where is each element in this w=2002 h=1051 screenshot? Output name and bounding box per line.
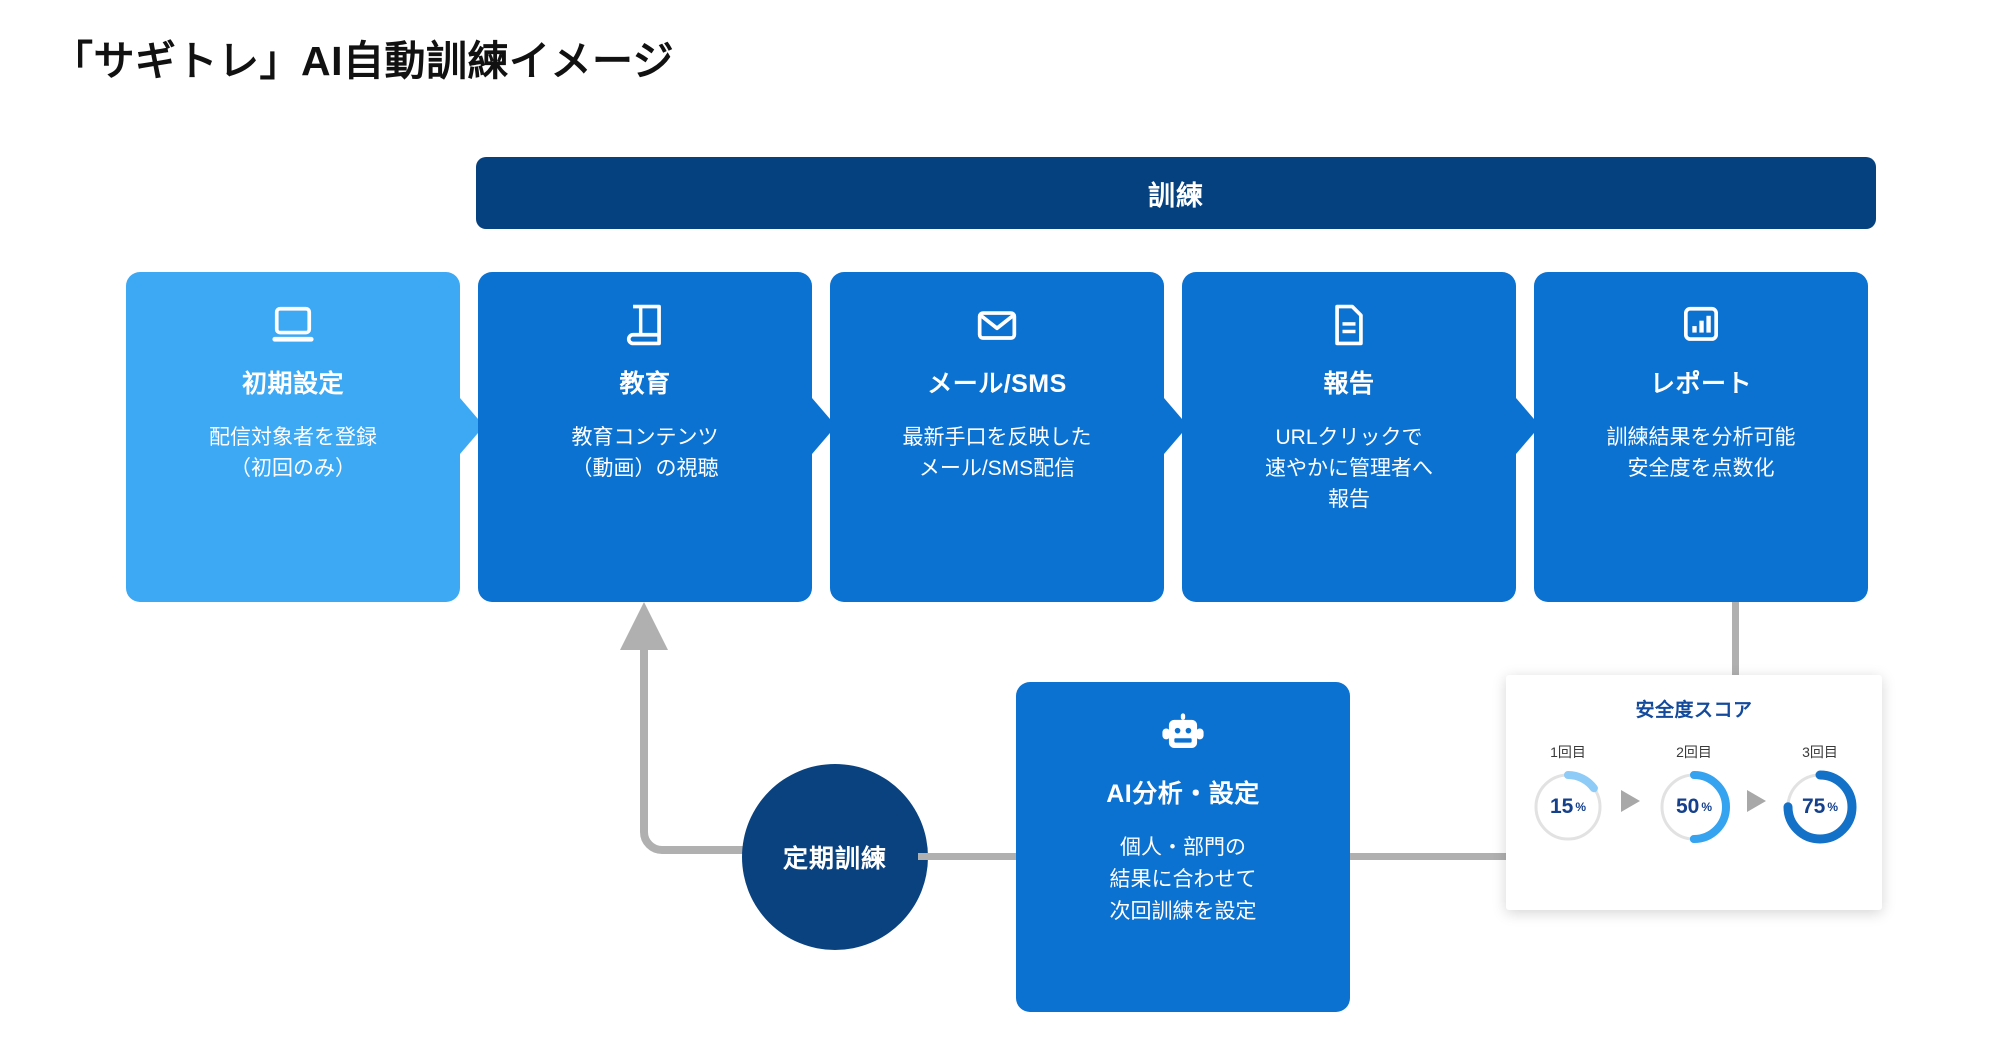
step-card-title: 報告 [1323, 370, 1375, 398]
training-banner: 訓練 [476, 157, 1876, 229]
gauge-label: 3回目 [1802, 744, 1838, 760]
book-icon [626, 304, 661, 346]
desc-line: （初回のみ） [230, 457, 356, 481]
connector-ai-to-score [1350, 853, 1550, 860]
gauge-number: 15 [1549, 795, 1574, 818]
document-icon [1335, 304, 1363, 346]
desc-line: 訓練結果を分析可能 [1606, 426, 1796, 449]
loop-back-arrow [600, 588, 860, 883]
desc-line: 個人・部門の [1120, 836, 1246, 859]
gauge-label: 2回目 [1676, 744, 1712, 760]
desc-line: 安全度を点数化 [1627, 457, 1775, 481]
score-gauge: 1回目 15% [1520, 742, 1616, 846]
bar-chart-icon [1683, 306, 1719, 341]
step-card-title: 初期設定 [241, 370, 344, 398]
gauge-unit: % [1827, 800, 1839, 814]
step-card-report-incident[interactable]: 報告 URLクリックで 速やかに管理者へ 報告 [1182, 272, 1516, 602]
desc-line: 報告 [1328, 488, 1370, 512]
desc-line: 結果に合わせて [1109, 867, 1257, 891]
gauge-value: 15% [1529, 768, 1607, 846]
safety-score-panel: 安全度スコア 1回目 15% 2回目 [1506, 675, 1882, 910]
desc-line: URLクリックで [1275, 426, 1423, 449]
gauge-number: 75 [1801, 795, 1826, 818]
step-card-desc: URLクリックで 速やかに管理者へ 報告 [1265, 422, 1433, 515]
desc-line: 次回訓練を設定 [1109, 899, 1257, 923]
desc-line: 速やかに管理者へ [1265, 457, 1433, 481]
score-gauge: 2回目 50% [1646, 742, 1742, 846]
desc-line: 教育コンテンツ [571, 426, 719, 449]
gauge-label: 1回目 [1550, 744, 1586, 760]
step-connector-chevron [1164, 398, 1190, 454]
periodic-training-label: 定期訓練 [782, 845, 887, 873]
step-connector-chevron [1516, 398, 1542, 454]
laptop-icon [272, 306, 314, 342]
step-card-desc: 教育コンテンツ （動画）の視聴 [572, 422, 719, 484]
ai-card-title: AI分析・設定 [1106, 780, 1260, 808]
score-gauge: 3回目 75% [1772, 742, 1868, 846]
desc-line: （動画）の視聴 [571, 457, 719, 481]
gauge-number: 50 [1675, 795, 1700, 818]
ai-card-desc: 個人・部門の 結果に合わせて 次回訓練を設定 [1110, 832, 1257, 928]
gauge-unit: % [1701, 800, 1713, 814]
desc-line: メール/SMS配信 [918, 457, 1076, 481]
step-card-desc: 配信対象者を登録 （初回のみ） [209, 422, 377, 484]
connector-circle-to-ai [918, 853, 1022, 860]
mail-icon [977, 311, 1017, 340]
gauge-value: 75% [1781, 768, 1859, 846]
step-connector-chevron [812, 398, 838, 454]
score-gauge-row: 1回目 15% 2回目 [1506, 742, 1882, 846]
desc-line: 配信対象者を登録 [209, 426, 377, 449]
step-card-desc: 訓練結果を分析可能 安全度を点数化 [1607, 422, 1796, 484]
gauge-ring: 15% [1529, 768, 1607, 846]
gauge-ring: 75% [1781, 768, 1859, 846]
step-card-initial-setup[interactable]: 初期設定 配信対象者を登録 （初回のみ） [126, 272, 460, 602]
step-card-report[interactable]: レポート 訓練結果を分析可能 安全度を点数化 [1534, 272, 1868, 602]
gauge-ring: 50% [1655, 768, 1733, 846]
periodic-training-circle[interactable]: 定期訓練 [742, 764, 928, 950]
step-card-education[interactable]: 教育 教育コンテンツ （動画）の視聴 [478, 272, 812, 602]
desc-line: 最新手口を反映した [902, 426, 1092, 449]
step-card-title: 教育 [619, 370, 671, 398]
triangle-right-icon [1742, 742, 1772, 812]
safety-score-title: 安全度スコア [1635, 700, 1753, 721]
gauge-unit: % [1575, 800, 1587, 814]
training-banner-label: 訓練 [1148, 180, 1204, 211]
step-card-title: メール/SMS [927, 370, 1067, 398]
robot-icon [1162, 713, 1204, 748]
step-card-desc: 最新手口を反映した メール/SMS配信 [903, 422, 1092, 484]
gauge-value: 50% [1655, 768, 1733, 846]
step-card-mail-sms[interactable]: メール/SMS 最新手口を反映した メール/SMS配信 [830, 272, 1164, 602]
ai-analysis-card[interactable]: AI分析・設定 個人・部門の 結果に合わせて 次回訓練を設定 [1016, 682, 1350, 1012]
connector-report-to-score [1732, 602, 1739, 692]
step-card-title: レポート [1649, 370, 1752, 398]
triangle-right-icon [1616, 742, 1646, 812]
step-connector-chevron [460, 398, 486, 454]
page-title: 「サギトレ」AI自動訓練イメージ [52, 38, 675, 84]
